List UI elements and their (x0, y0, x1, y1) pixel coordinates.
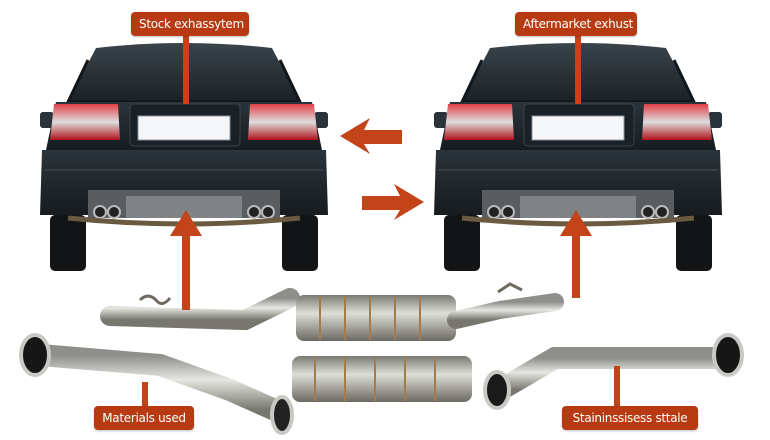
exhaust-parts-image (19, 282, 744, 435)
stainless-label-stem (614, 366, 620, 406)
up-arrow-icon (170, 210, 202, 310)
materials-used-label: Materials used (94, 406, 194, 430)
stock-exhaust-label: Stock exhassytem (131, 12, 249, 36)
materials-label-stem (142, 382, 148, 408)
stainless-steel-label: Staininssisess sttale (562, 406, 698, 430)
aftermarket-exhaust-label: Aftermarket exhust (515, 12, 637, 36)
arrow-left-icon (340, 118, 402, 154)
up-arrow-icon (560, 210, 592, 298)
arrow-right-icon (362, 184, 424, 220)
aftermarket-label-stem (575, 30, 581, 104)
stock-label-stem (183, 30, 189, 104)
stock-car-image (40, 43, 328, 271)
